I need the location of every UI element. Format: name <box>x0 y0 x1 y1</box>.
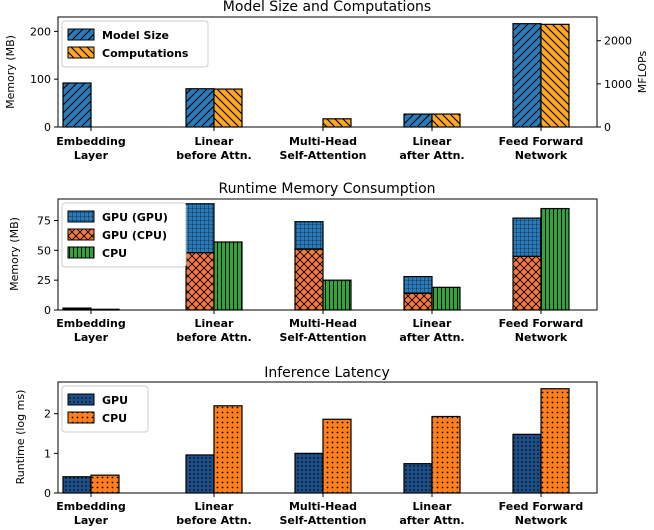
legend-swatch-hatch-cpu <box>67 411 95 424</box>
legend-swatch-hatch-computations <box>67 46 95 59</box>
legend-swatch-hatch-gpu <box>67 393 95 406</box>
bar-gpu-gpu-hatch <box>403 275 433 294</box>
y-tick-label: 25 <box>37 274 51 287</box>
bar-gpu-gpu-hatch <box>512 217 542 257</box>
bar-gpu-hatch <box>62 476 92 494</box>
y-tick-label: 2 <box>44 408 51 421</box>
legend: GPU (GPU) GPU (CPU) CPU <box>61 202 187 268</box>
bar-computations-hatch <box>431 113 461 128</box>
legend-swatch-hatch-gpu-cpu <box>67 228 95 241</box>
bar-computations-hatch <box>213 88 243 128</box>
bar-gpu-cpu-hatch <box>512 255 542 311</box>
y2-tick-label: 2000 <box>604 35 632 48</box>
y-tick-label: 0 <box>44 304 51 317</box>
y2-axis-label: MFLOPs <box>636 51 649 94</box>
bar-gpu-gpu-hatch <box>185 203 215 254</box>
legend-label: GPU (CPU) <box>102 229 167 242</box>
bar-model-size-hatch <box>185 88 215 128</box>
plot-frame <box>57 381 598 494</box>
bar-gpu-gpu-hatch <box>62 307 92 310</box>
bar-gpu-hatch <box>403 463 433 494</box>
bar-gpu-hatch <box>185 454 215 494</box>
y-axis-label: Runtime (log ms) <box>14 390 27 485</box>
y-axis-label: Memory (MB) <box>8 217 21 291</box>
y2-tick-label: 1000 <box>604 78 632 91</box>
bar-cpu-hatch <box>322 279 352 311</box>
bar-cpu-hatch <box>322 418 352 494</box>
bar-computations-hatch <box>540 23 570 128</box>
bar-cpu-hatch <box>431 286 461 311</box>
bar-cpu-hatch <box>90 474 120 494</box>
y-tick-label: 1 <box>44 447 51 460</box>
legend-box <box>61 385 149 433</box>
bar-gpu-cpu-hatch <box>294 248 324 311</box>
plot-frame <box>57 198 598 311</box>
bar-gpu-hatch <box>512 433 542 494</box>
legend-box <box>61 20 209 68</box>
legend: GPU CPU <box>61 385 149 433</box>
bar-cpu-hatch <box>540 207 570 311</box>
y2-tick-label: 0 <box>604 121 611 134</box>
legend-label: GPU (GPU) <box>102 211 168 224</box>
bar-gpu-gpu-hatch <box>294 221 324 250</box>
chart-title: Inference Latency <box>264 365 390 381</box>
bar-gpu-cpu-hatch <box>403 292 433 311</box>
legend-label: CPU <box>102 247 127 260</box>
bar-computations-hatch <box>322 118 352 128</box>
bar-cpu-hatch <box>431 415 461 494</box>
legend-label: CPU <box>102 412 127 425</box>
bar-model-size-hatch <box>62 82 92 128</box>
bar-cpu-hatch <box>540 388 570 494</box>
legend-swatch-hatch-gpu-gpu <box>67 210 95 223</box>
legend-swatch-hatch-cpu <box>67 246 95 259</box>
bar-model-size-hatch <box>403 113 433 128</box>
y-tick-label: 0 <box>44 487 51 500</box>
bar-model-size-hatch <box>512 23 542 128</box>
chart-title: Runtime Memory Consumption <box>218 181 435 197</box>
y-axis-label: Memory (MB) <box>4 35 17 109</box>
plot-frame <box>57 16 598 128</box>
y-tick-label: 100 <box>30 73 51 86</box>
chart-title: Model Size and Computations <box>223 0 431 15</box>
legend-swatch-hatch-model-size <box>67 28 95 41</box>
bar-gpu-cpu-hatch <box>185 252 215 311</box>
bar-cpu-hatch <box>213 241 243 311</box>
legend-label: Model Size <box>102 29 169 42</box>
bar-cpu-hatch <box>213 405 243 494</box>
legend-label: Computations <box>102 47 189 60</box>
y-tick-label: 200 <box>30 25 51 38</box>
y-tick-label: 50 <box>37 244 51 257</box>
y-tick-label: 0 <box>44 121 51 134</box>
y-tick-label: 75 <box>37 214 51 227</box>
bar-gpu-hatch <box>294 452 324 494</box>
legend-label: GPU <box>102 394 128 407</box>
